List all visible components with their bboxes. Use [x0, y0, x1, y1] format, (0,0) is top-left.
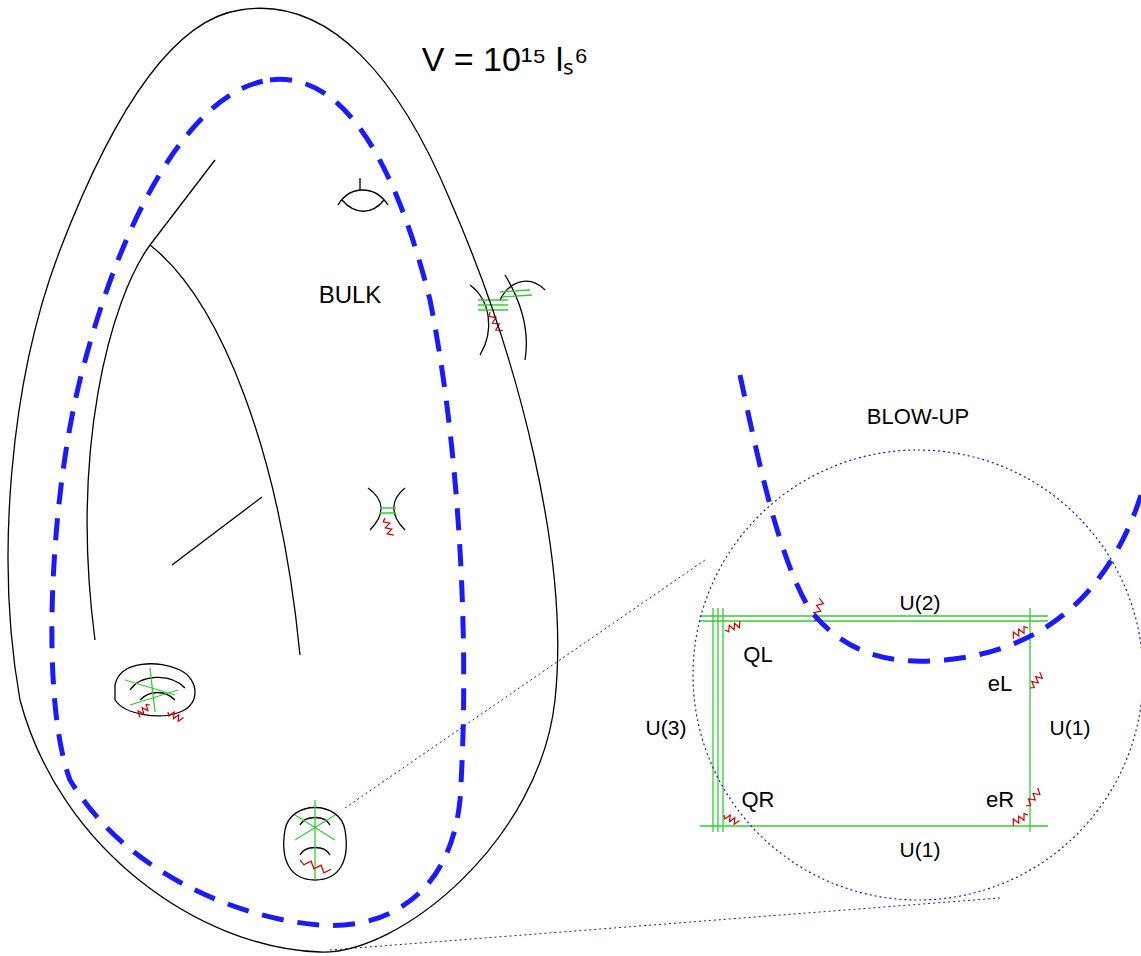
open-strings — [724, 598, 1042, 826]
dashed-cycle — [740, 375, 1141, 661]
field-label: QR — [740, 788, 777, 812]
gauge-group: U(3) — [644, 716, 689, 739]
field-label: eR — [984, 788, 1016, 812]
outline — [0, 0, 575, 956]
field-label: QL — [741, 643, 774, 667]
gauge-group: U(2) — [898, 591, 943, 614]
volume-label: V = 10¹⁵ lₛ⁶ — [420, 41, 591, 78]
gauge-group: U(1) — [1048, 716, 1093, 739]
region-label: BLOW-UP — [864, 405, 972, 429]
brane-rectangle — [700, 608, 1048, 832]
manifold-cycles — [87, 160, 545, 880]
brane-stacks — [125, 290, 532, 880]
zoom-lines — [330, 560, 1000, 950]
gauge-group: U(1) — [898, 838, 943, 861]
field-label: eL — [986, 672, 1014, 696]
bulk-manifold: BULK — [0, 0, 575, 956]
region-label: BULK — [316, 282, 385, 308]
open-strings — [138, 312, 503, 873]
dashed-cycle — [52, 79, 464, 925]
